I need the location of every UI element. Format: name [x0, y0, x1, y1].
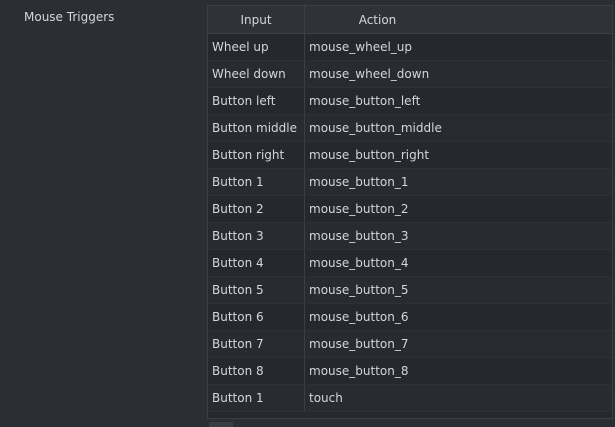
table-row[interactable]: Button 3 mouse_button_3 [208, 223, 612, 250]
column-header-input[interactable]: Input [208, 6, 305, 33]
cell-input[interactable]: Button 8 [208, 358, 305, 384]
cell-input[interactable]: Button 1 [208, 169, 305, 195]
table-row[interactable]: Button 4 mouse_button_4 [208, 250, 612, 277]
cell-input[interactable]: Button right [208, 142, 305, 168]
cell-input[interactable]: Wheel up [208, 34, 305, 60]
table-row[interactable]: Button 8 mouse_button_8 [208, 358, 612, 385]
cell-input[interactable]: Button 2 [208, 196, 305, 222]
resize-handle[interactable] [209, 422, 233, 427]
cell-action[interactable]: mouse_button_left [309, 94, 421, 108]
cell-action[interactable]: mouse_wheel_down [309, 67, 430, 81]
cell-action[interactable]: mouse_button_1 [309, 175, 409, 189]
cell-input[interactable]: Button 1 [208, 385, 305, 411]
table-row[interactable]: Button 1 mouse_button_1 [208, 169, 612, 196]
cell-input[interactable]: Button 5 [208, 277, 305, 303]
cell-input[interactable]: Button 7 [208, 331, 305, 357]
table-row[interactable]: Wheel up mouse_wheel_up [208, 34, 612, 61]
table-row[interactable]: Button middle mouse_button_middle [208, 115, 612, 142]
cell-input[interactable]: Button middle [208, 115, 305, 141]
cell-action[interactable]: mouse_button_2 [309, 202, 409, 216]
cell-input[interactable]: Button 4 [208, 250, 305, 276]
table-row[interactable]: Button 1 touch [208, 385, 612, 412]
cell-action[interactable]: mouse_button_6 [309, 310, 409, 324]
table-row[interactable]: Button 6 mouse_button_6 [208, 304, 612, 331]
cell-action[interactable]: mouse_button_right [309, 148, 430, 162]
cell-action[interactable]: mouse_button_8 [309, 364, 409, 378]
cell-action[interactable]: mouse_wheel_up [309, 40, 413, 54]
table-row[interactable]: Button 2 mouse_button_2 [208, 196, 612, 223]
section-label-mouse-triggers: Mouse Triggers [24, 10, 115, 24]
table-row[interactable]: Button right mouse_button_right [208, 142, 612, 169]
cell-action[interactable]: touch [309, 391, 343, 405]
cell-action[interactable]: mouse_button_4 [309, 256, 409, 270]
cell-action[interactable]: mouse_button_3 [309, 229, 409, 243]
table-row[interactable]: Wheel down mouse_wheel_down [208, 61, 612, 88]
table-row[interactable]: Button 5 mouse_button_5 [208, 277, 612, 304]
cell-action[interactable]: mouse_button_middle [309, 121, 442, 135]
table-row[interactable]: Button 7 mouse_button_7 [208, 331, 612, 358]
cell-action[interactable]: mouse_button_5 [309, 283, 409, 297]
cell-input[interactable]: Button 3 [208, 223, 305, 249]
cell-input[interactable]: Button 6 [208, 304, 305, 330]
cell-action[interactable]: mouse_button_7 [309, 337, 409, 351]
cell-input[interactable]: Button left [208, 88, 305, 114]
table-header: Input Action [208, 6, 612, 34]
column-header-action[interactable]: Action [358, 12, 397, 27]
cell-input[interactable]: Wheel down [208, 61, 305, 87]
table-row[interactable]: Button left mouse_button_left [208, 88, 612, 115]
